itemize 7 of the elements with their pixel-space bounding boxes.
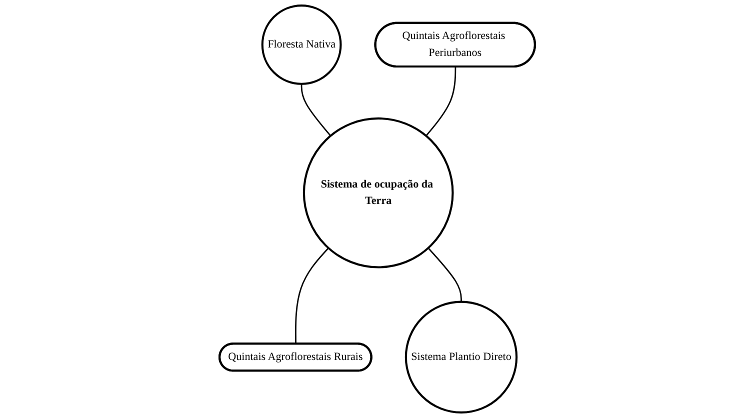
node-circle: Sistema de ocupação da Terra — [303, 117, 454, 268]
node-circle: Floresta Nativa — [262, 4, 342, 85]
connector — [301, 84, 332, 136]
connector — [426, 66, 456, 136]
connector — [428, 248, 462, 302]
node-circle: Sistema Plantio Direto — [405, 300, 518, 414]
connector — [295, 248, 330, 344]
